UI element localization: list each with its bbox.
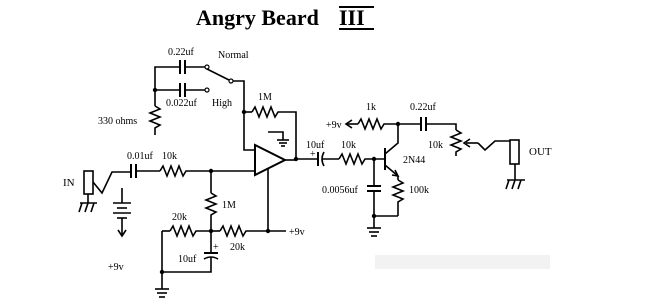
res-20k-left-label: 20k <box>172 212 187 223</box>
feedback-resistor <box>241 104 297 159</box>
res-1m-feedback-label: 1M <box>258 92 272 103</box>
in-label: IN <box>63 177 75 189</box>
op-amp <box>243 135 299 232</box>
cap-10uf-out-label: 10uf <box>306 140 325 151</box>
scan-smudge <box>375 255 550 269</box>
cap-0022uf-label: 0.022uf <box>166 98 198 109</box>
switch-normal-label: Normal <box>218 50 249 61</box>
tone-switch-network <box>147 60 245 135</box>
cap-00056uf-label: 0.0056uf <box>322 185 359 196</box>
title-numeral: III <box>339 5 365 30</box>
title: Angry Beard <box>196 5 319 30</box>
res-330-label: 330 ohms <box>98 116 137 127</box>
cap-022uf-out-label: 0.22uf <box>410 102 437 113</box>
cap-001uf-label: 0.01uf <box>127 151 154 162</box>
res-1m-bias-label: 1M <box>222 200 236 211</box>
plus9v-opamp-label: +9v <box>289 227 305 238</box>
res-10k-input-label: 10k <box>162 151 177 162</box>
cap-10uf-bias-label: 10uf <box>178 254 197 265</box>
out-label: OUT <box>529 146 552 158</box>
bias-network <box>155 171 271 298</box>
switch-high-label: High <box>212 98 232 109</box>
res-10k-base-label: 10k <box>341 140 356 151</box>
res-20k-right-label: 20k <box>230 242 245 253</box>
cap-10uf-out-plus: + <box>310 149 316 160</box>
plus9v-collector-label: +9v <box>326 120 342 131</box>
cap-10uf-bias-plus: + <box>213 242 219 253</box>
res-1k-label: 1k <box>366 102 376 113</box>
transistor-stage <box>296 116 510 237</box>
output-jack <box>505 139 525 190</box>
input-jack <box>83 170 94 195</box>
pot-10k-label: 10k <box>428 140 443 151</box>
transistor-label: 2N44 <box>403 155 425 166</box>
res-100k-label: 100k <box>409 185 429 196</box>
cap-022uf-top-label: 0.22uf <box>168 47 195 58</box>
input-section <box>78 163 255 238</box>
plus9v-battery-label: +9v <box>108 262 124 273</box>
